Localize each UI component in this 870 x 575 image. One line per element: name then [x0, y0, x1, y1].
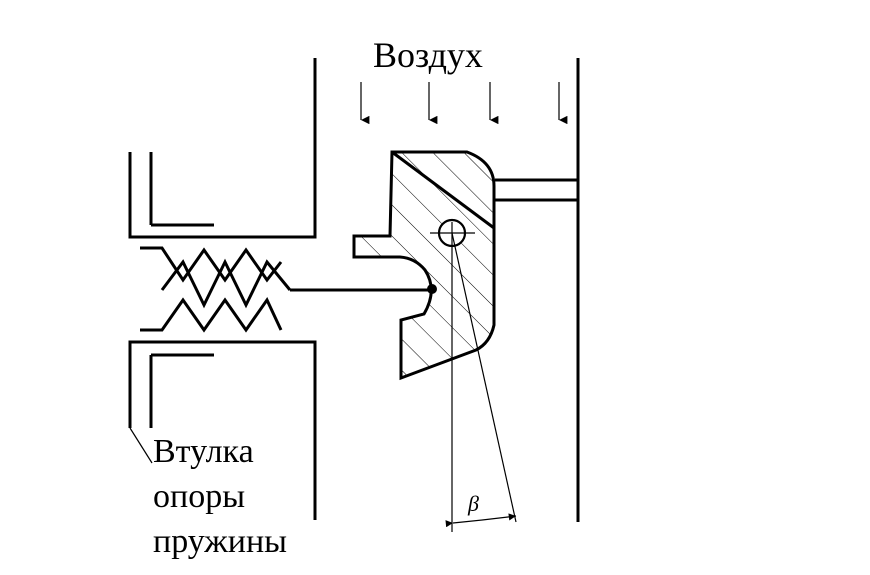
left-housing [128, 58, 317, 520]
bushing-leader-line [129, 427, 153, 464]
bushing-label-line2: опоры [153, 478, 245, 515]
right-wall [495, 58, 580, 522]
angle-label: β [467, 491, 479, 516]
spring [140, 246, 437, 333]
air-label: Воздух [373, 35, 483, 75]
bushing-label-line1: Втулка [153, 433, 254, 470]
air-flow-arrows [360, 82, 568, 125]
valve-flap [352, 150, 496, 381]
angle-construction [430, 222, 517, 532]
bushing-label-line3: пружины [153, 523, 287, 560]
